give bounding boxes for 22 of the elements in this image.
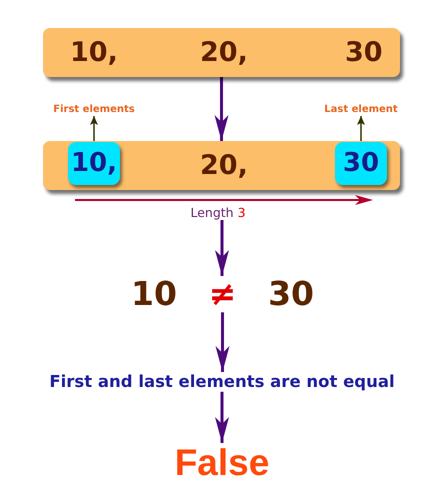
callout-label: First elements xyxy=(53,104,135,116)
arrow xyxy=(215,220,229,276)
result-value: False xyxy=(174,443,270,484)
number-text: 30 xyxy=(345,38,383,68)
callout-label: Last element xyxy=(324,104,398,116)
number-text: 10 xyxy=(131,276,177,312)
number-bar xyxy=(43,141,400,190)
leader-arrow xyxy=(357,116,365,142)
number-text: 20, xyxy=(200,38,248,68)
arrow xyxy=(216,312,230,372)
arrow xyxy=(215,392,229,443)
result-message: First and last elements are not equal xyxy=(49,372,395,392)
leader-arrow xyxy=(90,116,98,142)
number-text: 30 xyxy=(268,276,314,312)
highlighted-number: 30 xyxy=(335,142,387,185)
not-equal-sign: ≠ xyxy=(208,276,236,312)
length-label: Length 3 xyxy=(190,205,246,220)
number-bar xyxy=(43,28,400,77)
highlighted-number: 10, xyxy=(68,142,120,185)
number-text: 10, xyxy=(70,38,118,68)
number-text: 20, xyxy=(200,150,248,180)
arrow xyxy=(214,77,228,141)
